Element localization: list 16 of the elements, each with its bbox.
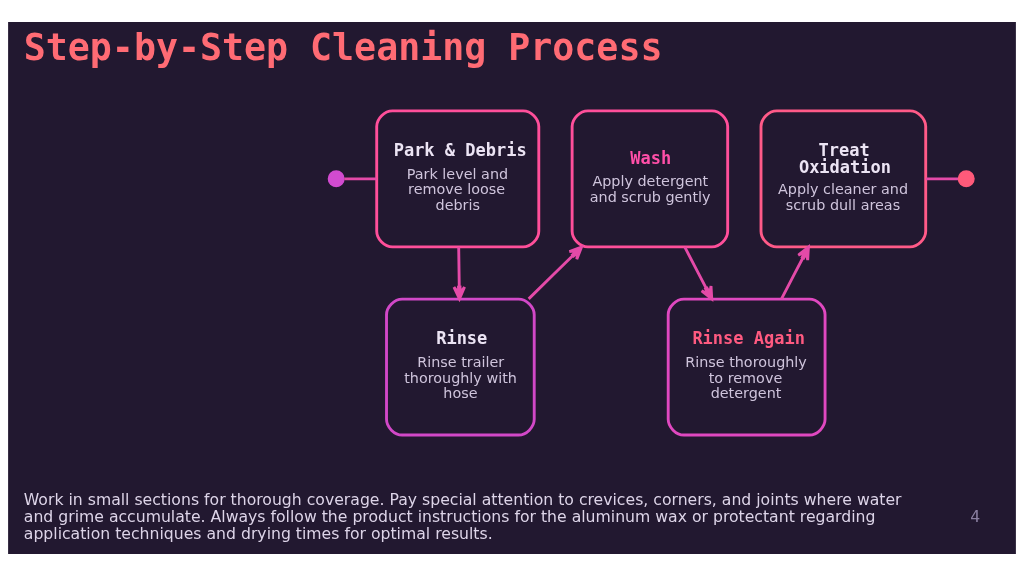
- diagram-title: Step-by-Step Cleaning Process: [23, 26, 663, 70]
- node-box: Wash Apply detergent and scrub gently: [570, 109, 730, 249]
- arrow: [527, 245, 583, 300]
- node-box: Rinse Rinse trailer thoroughly with hose: [385, 297, 536, 437]
- label: 4: [970, 507, 981, 527]
- arrow: [452, 247, 466, 301]
- label: Work in small sections for thorough coverage. Pay special attention to crevices, corners, and joints where water and grime accumulate. Always follow the product instructions for the aluminum wax or protectant regarding application techniques and drying times for optimal results.: [23, 490, 902, 544]
- node-circle: [957, 170, 975, 188]
- node-box: Rinse Again Rinse thoroughly to remove detergent: [666, 297, 827, 437]
- connector: [344, 177, 377, 181]
- arrow: [780, 245, 810, 300]
- arrow: [683, 246, 714, 301]
- node-box: Treat Oxidation Apply cleaner and scrub dull areas: [759, 109, 928, 249]
- node-circle: [327, 170, 345, 188]
- node-box: Park & Debris Park level and remove loose debris: [375, 109, 541, 249]
- connector: [925, 177, 959, 181]
